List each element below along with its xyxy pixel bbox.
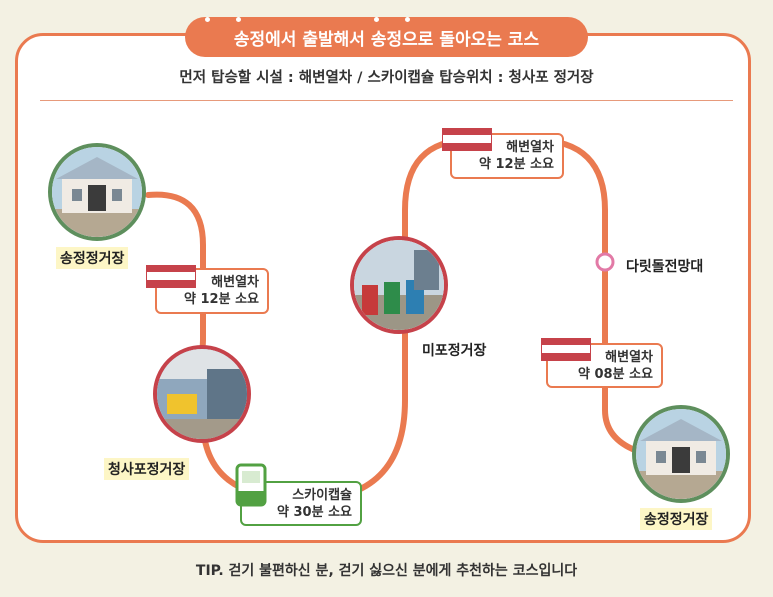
title-dots-right <box>374 17 410 22</box>
tip-text: TIP. 걷기 불편하신 분, 걷기 싫으신 분에게 추천하는 코스입니다 <box>195 563 578 579</box>
songjeong-end-station-photo <box>632 405 730 503</box>
course-title: 송정에서 출발해서 송정으로 돌아오는 코스 <box>185 17 588 57</box>
divider <box>40 100 733 101</box>
station-label-mipo: 미포정거장 <box>422 343 487 359</box>
darit-stop-marker <box>595 252 615 272</box>
station-label-songjeong-start: 송정정거장 <box>56 247 129 269</box>
title-dots-left <box>205 17 241 22</box>
segment-1-duration: 약 12분 소요 <box>184 292 259 307</box>
beach-train-icon <box>442 128 492 151</box>
boarding-info: 먼저 탑승할 시설 : 해변열차 / 스카이캡슐 탑승위치 : 청사포 정거장 <box>179 70 594 86</box>
segment-3-duration: 약 12분 소요 <box>479 157 554 172</box>
segment-1-name: 해변열차 <box>211 275 259 290</box>
sky-capsule-icon <box>235 463 267 507</box>
segment-4-duration: 약 08분 소요 <box>578 367 653 382</box>
station-label-darit: 다릿돌전망대 <box>626 259 704 275</box>
segment-3-name: 해변열차 <box>506 140 554 155</box>
segment-box-2: 스카이캡슐 약 30분 소요 <box>240 481 362 526</box>
station-label-cheongsapo: 청사포정거장 <box>104 458 190 480</box>
segment-4-name: 해변열차 <box>605 350 653 365</box>
station-label-songjeong-end: 송정정거장 <box>640 508 713 530</box>
segment-2-name: 스카이캡슐 <box>292 488 352 503</box>
beach-train-icon <box>146 265 196 288</box>
beach-train-icon <box>541 338 591 361</box>
songjeong-station-photo <box>48 143 146 241</box>
segment-2-duration: 약 30분 소요 <box>277 505 352 520</box>
mipo-station-photo <box>350 236 448 334</box>
cheongsapo-station-photo <box>153 345 251 443</box>
